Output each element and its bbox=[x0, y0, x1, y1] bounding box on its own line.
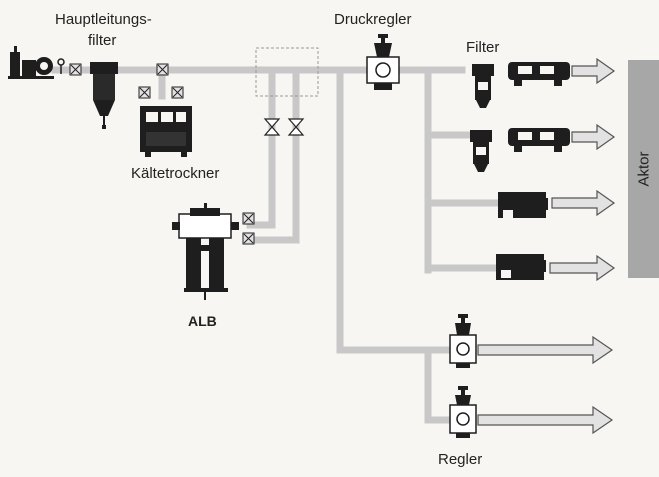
pipe-network bbox=[51, 66, 501, 424]
box-valves bbox=[69, 63, 255, 245]
box-valve-inlet bbox=[69, 63, 82, 76]
valve-4-icon bbox=[496, 254, 546, 280]
filter-label: Filter bbox=[466, 39, 500, 56]
valve-1-icon bbox=[508, 62, 570, 86]
arrow-regulator-upper bbox=[477, 335, 614, 365]
actuator-label: Aktor bbox=[635, 151, 653, 187]
regulator-upper-icon bbox=[449, 314, 477, 368]
refrigerant-dryer-icon bbox=[140, 106, 192, 157]
main-line-filter-icon bbox=[90, 62, 118, 129]
regulator-lower-icon bbox=[449, 386, 477, 438]
refrigerant-dryer-label: Kältetrockner bbox=[131, 165, 220, 182]
actuator-bar bbox=[628, 60, 659, 278]
pressure-regulator-label: Druckregler bbox=[334, 11, 412, 28]
shutoff-valve-right bbox=[287, 118, 305, 136]
shutoff-valves bbox=[263, 118, 305, 136]
arrow-valve-4 bbox=[549, 254, 616, 282]
main-filter-label-line2: filter bbox=[88, 32, 117, 49]
arrow-valve-3 bbox=[551, 189, 616, 217]
box-valve-dryer-left bbox=[138, 86, 151, 99]
main-filter-label-line1: Hauptleitungs- bbox=[55, 11, 152, 28]
compressor-icon bbox=[8, 46, 65, 79]
bypass-box bbox=[255, 47, 319, 97]
valve-2-icon bbox=[508, 128, 570, 152]
box-valve-dryer-right bbox=[171, 86, 184, 99]
outlet-arrows bbox=[477, 57, 616, 435]
filter-2-icon bbox=[470, 130, 492, 172]
alb-unit-icon bbox=[172, 203, 239, 300]
box-valve-top bbox=[156, 63, 169, 76]
alb-label: ALB bbox=[188, 313, 217, 329]
arrow-regulator-lower bbox=[477, 405, 614, 435]
box-valve-alb-bottom bbox=[242, 232, 255, 245]
shutoff-valve-left bbox=[263, 118, 281, 136]
box-valve-alb-top bbox=[242, 212, 255, 225]
filter-1-icon bbox=[472, 64, 494, 108]
regulator-label: Regler bbox=[438, 451, 483, 468]
arrow-filter-1 bbox=[571, 57, 616, 85]
arrow-filter-2 bbox=[571, 123, 616, 151]
valve-3-icon bbox=[498, 192, 548, 218]
pressure-regulator-icon bbox=[366, 34, 400, 90]
